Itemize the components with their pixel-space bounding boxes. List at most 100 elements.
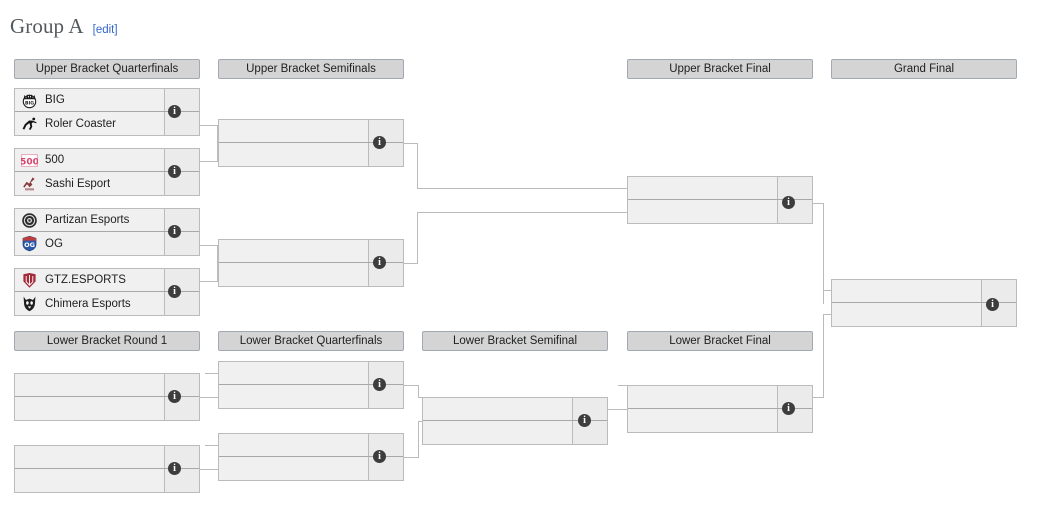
match-row[interactable]	[832, 280, 1016, 303]
match-info-icon[interactable]: i	[168, 165, 181, 178]
match-row[interactable]: GTZ.ESPORTS	[15, 269, 199, 292]
opponent-bottom: Sashi Esport	[15, 175, 164, 192]
match-row[interactable]	[628, 386, 812, 409]
match-row[interactable]	[423, 421, 607, 444]
connector	[418, 421, 423, 422]
opponent-name: GTZ.ESPORTS	[45, 274, 126, 286]
connector	[205, 445, 218, 446]
round-header-lower-semifinal: Lower Bracket Semifinal	[422, 331, 608, 351]
opponent-top: GTZ.ESPORTS	[15, 272, 164, 289]
connector	[417, 212, 627, 213]
connector	[417, 212, 418, 263]
match-row[interactable]	[219, 240, 403, 263]
match-row[interactable]	[219, 120, 403, 143]
opponent-name: OG	[45, 237, 63, 250]
connector	[417, 188, 627, 189]
connector	[618, 385, 627, 386]
match-row[interactable]	[219, 362, 403, 385]
match-row[interactable]	[423, 398, 607, 421]
opponent-name: BIG	[45, 94, 65, 106]
gtz-logo	[21, 272, 38, 289]
connector	[823, 314, 831, 315]
round-header-upper-semifinals: Upper Bracket Semifinals	[218, 59, 404, 79]
connector	[417, 143, 418, 188]
round-header-lower-round-1: Lower Bracket Round 1	[14, 331, 200, 351]
score-cell-bottom	[572, 421, 607, 444]
match-info-icon[interactable]: i	[578, 414, 591, 427]
round-header-lower-quarterfinals: Lower Bracket Quarterfinals	[218, 331, 404, 351]
opponent-name: 500	[45, 154, 65, 166]
match-info-icon[interactable]: i	[168, 462, 181, 475]
match-info-icon[interactable]: i	[373, 136, 386, 149]
match-info-icon[interactable]: i	[373, 256, 386, 269]
opponent-top: 500 500	[15, 152, 164, 169]
partizan-logo	[21, 212, 38, 229]
round-header-lower-final: Lower Bracket Final	[627, 331, 813, 351]
connector	[217, 263, 218, 281]
opponent-name: Sashi Esport	[45, 177, 111, 190]
connector	[217, 143, 218, 161]
match-info-icon[interactable]: i	[168, 225, 181, 238]
match-info-icon[interactable]: i	[373, 450, 386, 463]
edit-section-link[interactable]: [edit]	[92, 24, 118, 36]
round-header-upper-final: Upper Bracket Final	[627, 59, 813, 79]
match-lower-round1-2[interactable]	[14, 445, 200, 493]
connector	[217, 125, 218, 143]
match-row[interactable]	[628, 177, 812, 200]
match-info-icon[interactable]: i	[168, 285, 181, 298]
svg-text:500: 500	[21, 157, 38, 167]
connector	[418, 397, 423, 398]
match-upper-semifinal-1[interactable]	[218, 119, 404, 167]
match-info-icon[interactable]: i	[168, 105, 181, 118]
connector	[200, 125, 218, 126]
connector	[200, 161, 218, 162]
connector	[812, 397, 824, 398]
connector	[823, 203, 824, 304]
connector	[403, 457, 419, 458]
match-info-icon[interactable]: i	[986, 298, 999, 311]
match-row[interactable]: Sashi Esport	[15, 172, 199, 195]
match-info-icon[interactable]: i	[373, 378, 386, 391]
score-cell-bottom	[368, 385, 403, 408]
connector	[812, 203, 824, 204]
connector	[403, 263, 418, 264]
score-cell-bottom	[777, 409, 812, 432]
roler-coaster-logo	[21, 115, 38, 132]
match-row[interactable]	[15, 374, 199, 397]
connector	[403, 385, 419, 386]
match-row[interactable]	[628, 409, 812, 432]
big-logo: BIG	[21, 92, 38, 109]
sashi-logo	[21, 175, 38, 192]
score-cell-top	[981, 280, 1016, 302]
opponent-bottom: OG OG	[15, 235, 164, 252]
chimera-logo	[21, 295, 38, 312]
round-header-upper-quarterfinals: Upper Bracket Quarterfinals	[14, 59, 200, 79]
score-cell-bottom	[368, 263, 403, 286]
match-info-icon[interactable]: i	[782, 196, 795, 209]
match-grand-final[interactable]	[831, 279, 1017, 327]
connector	[418, 421, 419, 457]
page-title: Group A	[10, 14, 84, 38]
svg-text:OG: OG	[24, 241, 35, 249]
svg-text:BIG: BIG	[25, 100, 34, 106]
match-row[interactable]: Chimera Esports	[15, 292, 199, 315]
connector	[418, 385, 419, 398]
opponent-top: BIG BIG	[15, 92, 164, 109]
match-upper-quarterfinal-4[interactable]: GTZ.ESPORTS Chimera Esports	[14, 268, 200, 316]
page-header: Group A [edit]	[10, 14, 118, 39]
opponent-top: Partizan Esports	[15, 212, 164, 229]
500-logo: 500	[21, 152, 38, 169]
match-info-icon[interactable]: i	[168, 390, 181, 403]
round-header-grand-final: Grand Final	[831, 59, 1017, 79]
opponent-name: Roler Coaster	[45, 117, 116, 130]
opponent-name: Chimera Esports	[45, 297, 131, 310]
score-cell-bottom	[368, 457, 403, 480]
connector	[608, 409, 627, 410]
opponent-name: Partizan Esports	[45, 214, 130, 226]
match-info-icon[interactable]: i	[782, 402, 795, 415]
connector	[200, 397, 218, 398]
connector	[403, 143, 418, 144]
match-lower-final[interactable]	[627, 385, 813, 433]
score-cell-top	[777, 177, 812, 199]
